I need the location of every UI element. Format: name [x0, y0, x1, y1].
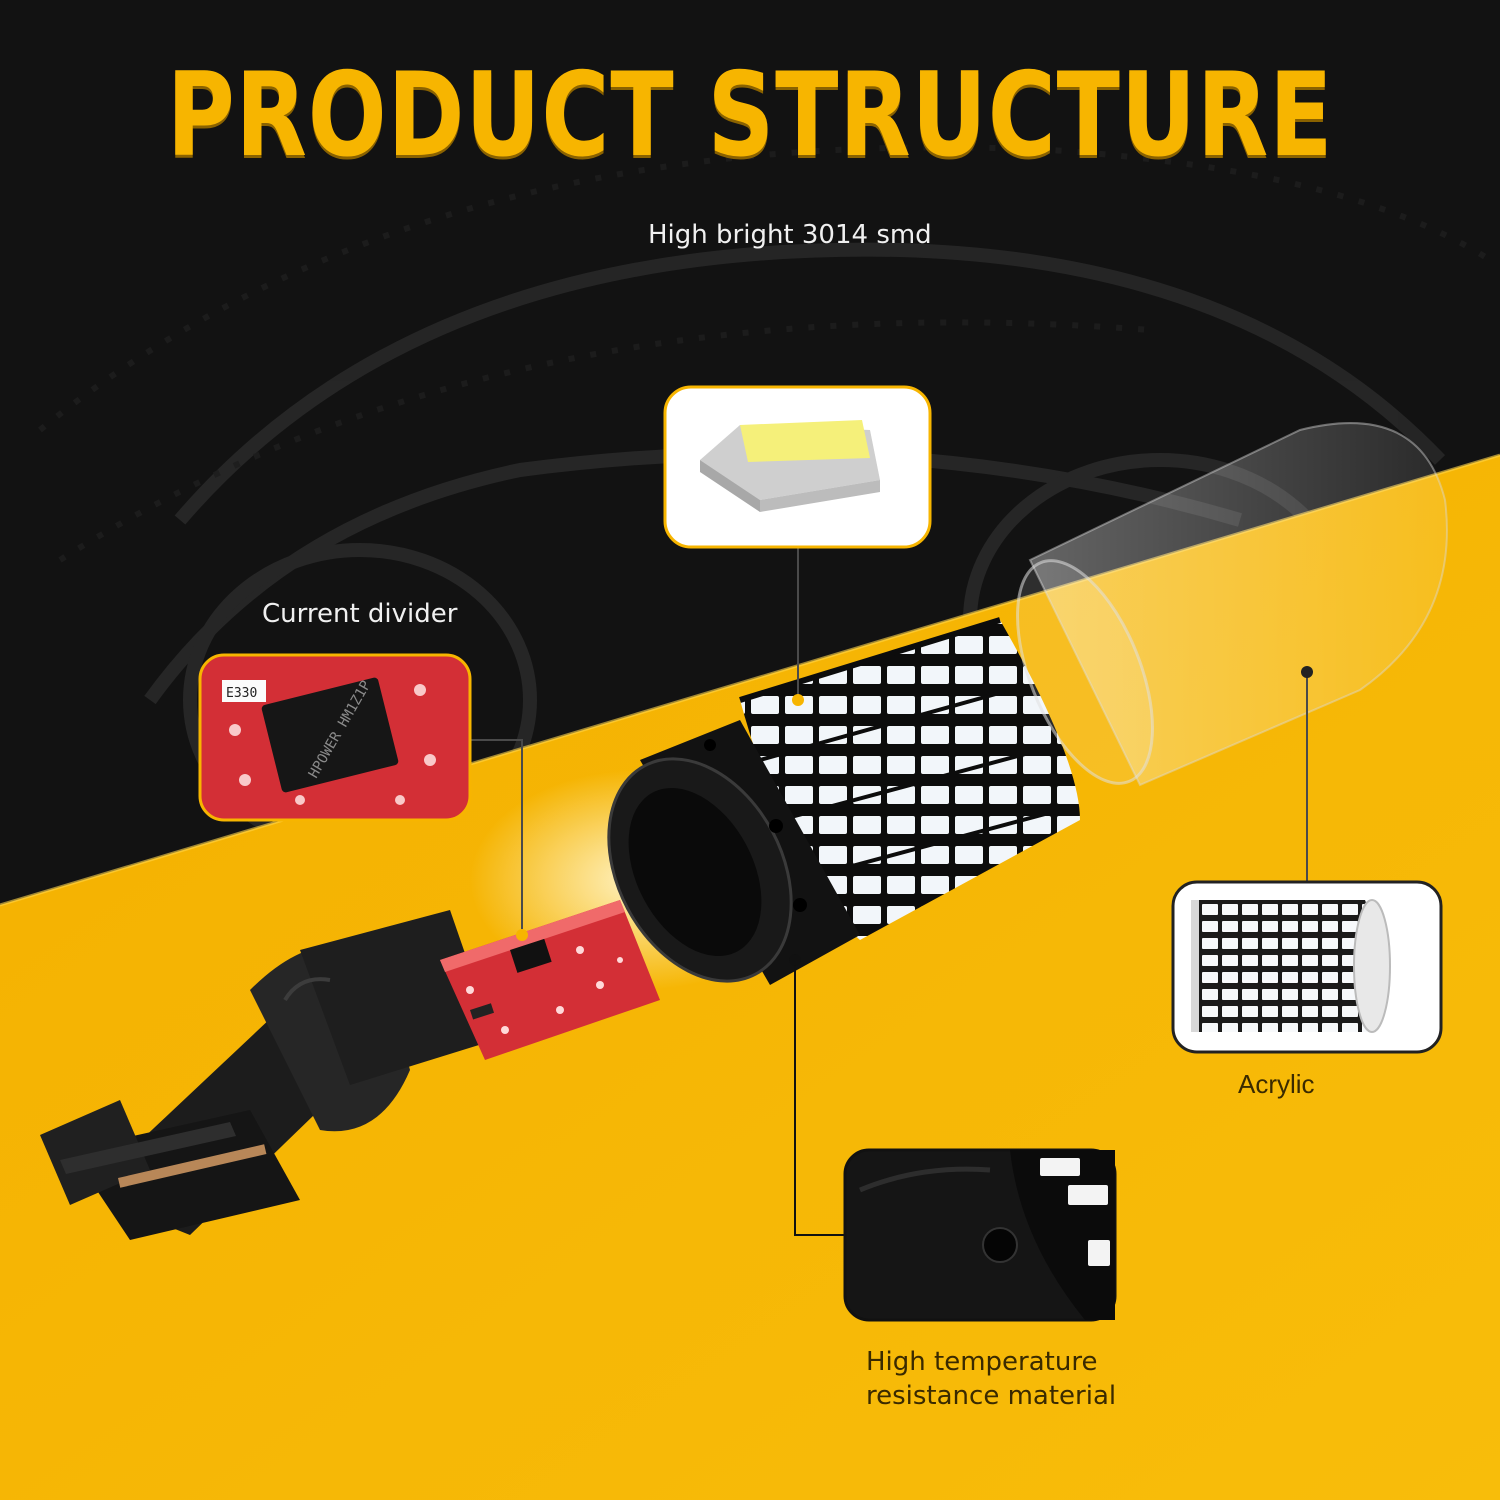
acrylic-callout — [1171, 666, 1443, 1054]
material-label-line1: High temperature — [866, 1347, 1098, 1377]
led-head — [739, 617, 1080, 940]
pcb-closeup: E330 HPOWER HM1Z1P — [222, 677, 436, 805]
resistor-chip — [222, 680, 266, 702]
page-title: PRODUCT STRUCTURE — [166, 48, 1334, 183]
housing-ring — [607, 720, 860, 985]
acrylic-label: Acrylic — [1238, 1069, 1315, 1099]
smd-chip-icon — [700, 420, 880, 512]
bulb-socket-base — [40, 910, 495, 1240]
led-cluster-closeup — [1191, 899, 1391, 1033]
housing-closeup — [859, 1150, 1115, 1320]
pcb-board — [440, 900, 660, 1060]
smd-chip-callout — [663, 385, 932, 706]
current-divider-callout: E330 HPOWER HM1Z1P — [198, 653, 528, 941]
acrylic-cap — [1016, 422, 1448, 787]
material-label-line2: resistance material — [866, 1381, 1117, 1411]
current-divider-label: Current divider — [262, 599, 458, 629]
resistor-marking: E330 — [226, 686, 257, 701]
smd-label: High bright 3014 smd — [648, 220, 932, 250]
housing-material-callout — [789, 954, 1117, 1322]
ic-chip — [261, 677, 399, 793]
